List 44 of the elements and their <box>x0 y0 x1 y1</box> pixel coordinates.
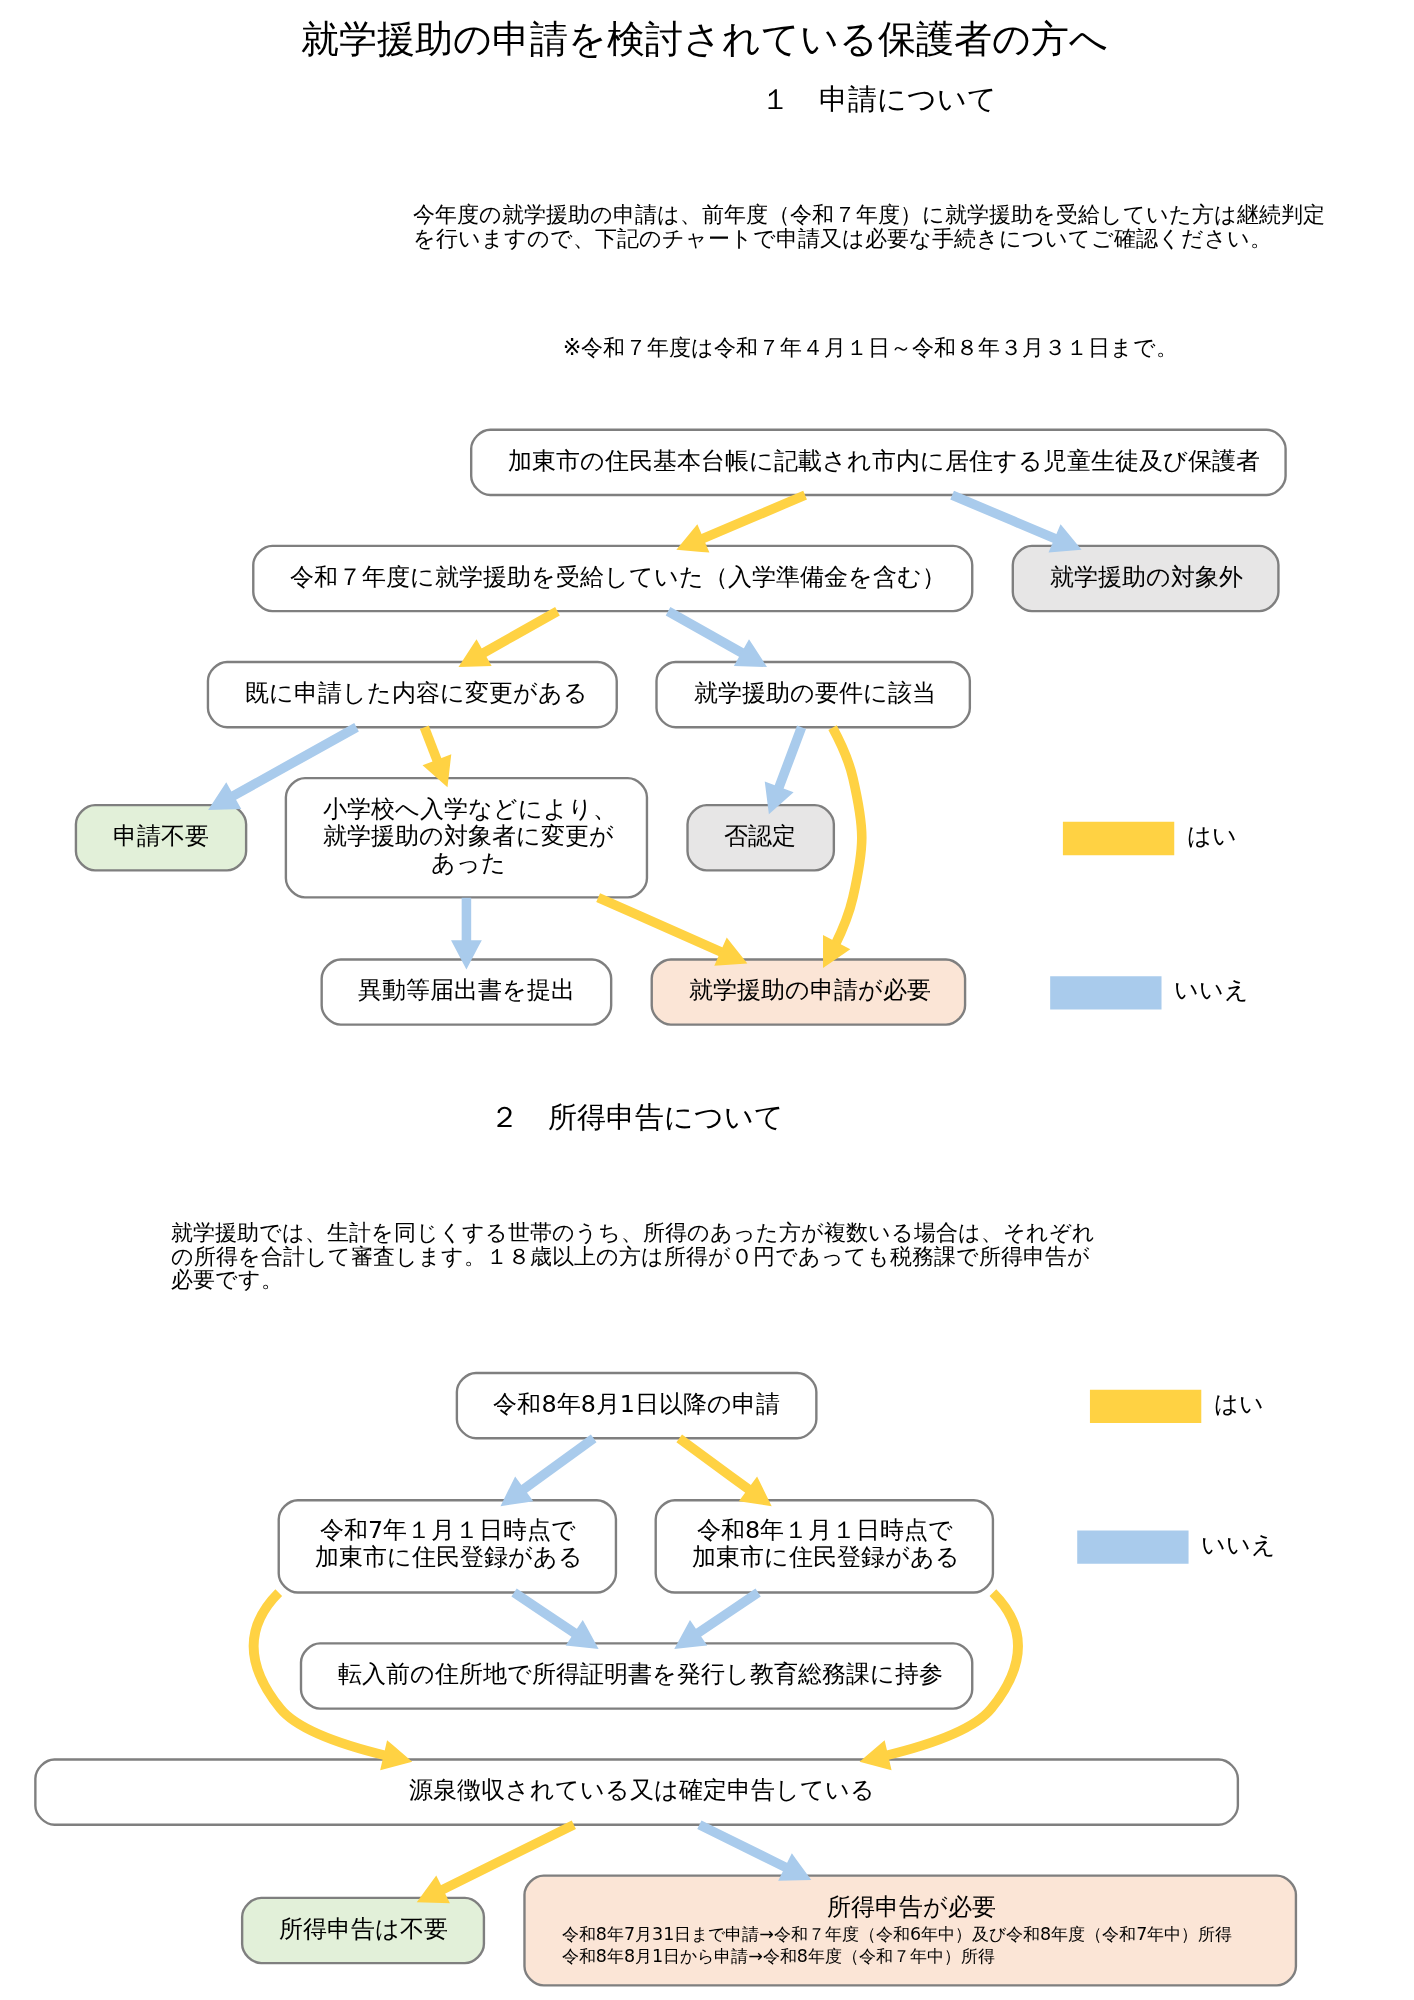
label: １ 申請について <box>760 82 997 117</box>
arrow <box>511 1588 599 1649</box>
arrow <box>674 1588 761 1650</box>
node-box: 令和7年１月１日時点で加東市に住民登録がある <box>277 1499 618 1594</box>
label: ※令和７年度は令和７年４月１日～令和８年３月３１日まで。 <box>562 334 1179 361</box>
arrow <box>458 607 560 667</box>
node-box: 源泉徴収されている又は確定申告している <box>34 1758 1240 1826</box>
node-box: 所得申告は不要 <box>240 1896 486 1965</box>
arrow <box>676 1434 772 1507</box>
node-box: 否認定 <box>686 803 836 872</box>
arrow <box>823 725 867 969</box>
legend-label: はい <box>1186 822 1237 851</box>
node-box: 加東市の住民基本台帳に記載され市内に居住する児童生徒及び保護者 <box>470 428 1287 497</box>
node-box: 異動等届出書を提出 <box>320 958 613 1026</box>
arrow <box>248 1589 413 1771</box>
node-box: 就学援助の対象外 <box>1011 544 1280 613</box>
legend-label: いいえ <box>1201 1530 1277 1559</box>
arrow <box>208 723 359 810</box>
node-box: 令和8年8月1日以降の申請 <box>455 1371 818 1440</box>
diagram-title: 就学援助の申請を検討されている保護者の方へ <box>300 16 1108 61</box>
arrow <box>596 893 748 966</box>
arrow <box>665 607 767 667</box>
label: 就学援助では、生計を同じくする世帯のうち、所得のあった方が複数いる場合は、それぞれの所得を合計して審査します。１８歳以上の方は所得が０円であっても税務課で所得申告が必要です。 <box>171 1218 1096 1293</box>
arrow <box>950 490 1082 553</box>
node-box: 既に申請した内容に変更がある <box>206 660 618 729</box>
node-box: 転入前の住所地で所得証明書を発行し教育総務課に持参 <box>299 1642 974 1710</box>
legend-label: はい <box>1214 1389 1265 1418</box>
label: 今年度の就学援助の申請は、前年度（令和７年度）に就学援助を受給していた方は継続判定を行いますので、下記のチャートで申請又は必要な手続きについてご確認ください。 <box>413 200 1326 251</box>
arrow <box>676 490 807 553</box>
arrow <box>500 1434 597 1507</box>
node-box: 就学援助の申請が必要 <box>650 958 967 1026</box>
arrow <box>419 725 452 788</box>
node-box: 令和8年１月１日時点で加東市に住民登録がある <box>654 1499 995 1594</box>
node-box: 申請不要 <box>74 803 248 872</box>
arrow <box>451 897 482 970</box>
legend-label: いいえ <box>1174 976 1250 1005</box>
node-box: 所得申告が必要 令和8年7月31日まで申請→令和７年度（令和6年中）及び令和8年度（令和7年中）所得 令和8年8月1日から申請→令和8年度（令和７年中）所得 <box>523 1874 1298 1987</box>
node-box: 就学援助の要件に該当 <box>655 660 972 729</box>
node-box: 令和７年度に就学援助を受給していた（入学準備金を含む） <box>252 544 974 613</box>
arrow <box>764 725 806 815</box>
label: ２ 所得申告について <box>490 1100 785 1135</box>
arrow <box>859 1589 1023 1771</box>
node-box: 小学校へ入学などにより、就学援助の対象者に変更があった <box>284 776 649 899</box>
arrow <box>697 1820 812 1881</box>
